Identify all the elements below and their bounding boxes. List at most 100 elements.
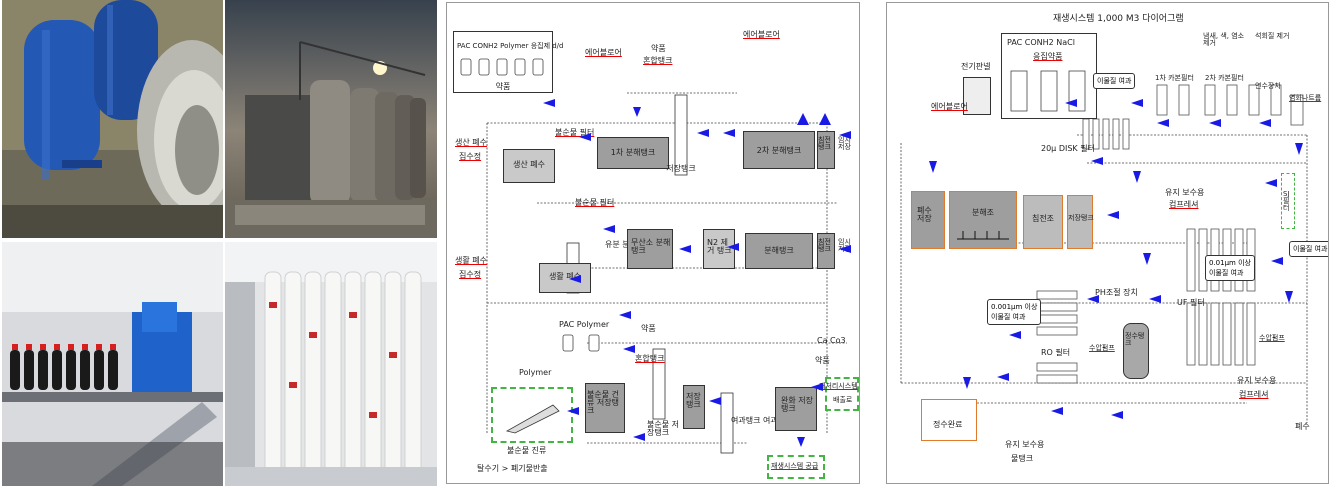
- left-tank-life: [539, 263, 591, 293]
- right-ro-ann: 0.001μm 이상 이물질 여과: [987, 299, 1042, 325]
- right-sludge-ann: 이물질 여과: [1093, 73, 1136, 89]
- left-imp-tank-label: 불순물 저장탱크: [647, 420, 679, 437]
- left-settle1: [817, 131, 835, 169]
- right-waste-label: 폐수 저장: [917, 206, 932, 223]
- left-imp-dry-label: 불순물 건류 저장탱크: [587, 390, 619, 415]
- left-store3-label: 저장 탱크: [686, 392, 701, 409]
- right-disk-label: 20μ DISK 필터: [1041, 144, 1095, 153]
- left-final-label: 완화 저장탱크: [781, 396, 813, 413]
- right-salt-note: 석회질 제거: [1255, 32, 1290, 40]
- right-pump-label: 수압펌프: [1259, 334, 1285, 342]
- left-polymer-label: Polymer: [519, 368, 552, 377]
- left-dewater-label: 탈수기 > 폐기물반출: [477, 464, 548, 473]
- left-filter2-label: 불순물 필터: [575, 198, 615, 207]
- right-carbon2-label: 2차 카본필터: [1205, 74, 1244, 82]
- right-maint1-label: 유지 보수용: [1165, 188, 1205, 197]
- left-chem-header: PAC CONH2 Polymer 응집제 d/d: [457, 42, 564, 50]
- left-tank-2: [743, 131, 815, 169]
- left-sludge-zone: [491, 387, 573, 443]
- left-reuse-label: 재생시스템 공급: [771, 462, 819, 470]
- right-settle-label: 침전조: [1031, 214, 1055, 223]
- left-discharge-zone: [825, 377, 859, 411]
- right-maint3-label: 유지 보수용: [1005, 440, 1045, 449]
- left-settle2-label: 침전 탱크: [818, 238, 831, 253]
- left-store3-tank: [683, 385, 705, 429]
- left-pac-poly-label: PAC Polymer: [559, 320, 610, 329]
- right-panel-label: 전기판넬: [961, 62, 991, 71]
- left-tank-1-label: 1차 분해탱크: [610, 148, 656, 157]
- right-chem-sub: 응집약품: [1033, 52, 1063, 61]
- right-ph-label: PH조절 장치: [1095, 288, 1138, 297]
- right-comp2-label: 컴프레셔: [1239, 390, 1269, 399]
- left-tank-decomp-label: 분해탱크: [764, 246, 794, 255]
- left-tank-life-label: 생활 폐수: [549, 272, 581, 281]
- left-chem-title: 약품: [495, 82, 511, 91]
- right-reuse-diagram: 재생시스템 1,000 M3 다이어그램 PAC CONH2 NaCl 응집약품…: [886, 2, 1329, 484]
- photo-collage: [0, 0, 437, 486]
- left-chem-caco3-label: 약품: [815, 356, 830, 365]
- right-note-top: 냄새, 색, 염소 제거: [1203, 32, 1245, 47]
- left-filter1-label: 불순물 필터: [555, 128, 595, 137]
- left-dis1-label: 재처리시스템: [819, 382, 858, 390]
- right-chem-header: PAC CONH2 NaCl: [1007, 38, 1075, 47]
- left-src1-a: 생산 폐수: [455, 138, 487, 147]
- photo-disk-filter-skid: [2, 242, 223, 486]
- left-tank-decomp: [745, 233, 813, 269]
- photo-steel-tanks-at-dusk: [225, 0, 437, 238]
- left-reuse-zone: [767, 455, 825, 479]
- left-blower1-label: 에어블로어: [585, 48, 622, 57]
- left-tank-1: [597, 137, 669, 169]
- left-tank-production-label: 생산 폐수: [513, 160, 545, 169]
- right-storage-tank: [1067, 195, 1093, 249]
- left-mix-top-label: 혼합탱크: [643, 56, 673, 65]
- right-decomp-label: 분해조: [971, 208, 995, 217]
- right-title: 재생시스템 1,000 M3 다이어그램: [1053, 14, 1184, 24]
- photo-blue-filter-vessels: [2, 0, 223, 238]
- left-imp-dry-tank: [585, 383, 625, 433]
- right-clean-label: 정수완료: [933, 420, 963, 429]
- left-process-diagram: PAC CONH2 Polymer 응집제 d/d 약품 에어블로어 에어블로어…: [446, 2, 860, 484]
- right-ro-label: RO 필터: [1041, 348, 1071, 357]
- right-carbon1-label: 1차 카본필터: [1155, 74, 1194, 82]
- left-flow-arrows: [543, 99, 851, 447]
- right-softener-label: 연수장치: [1255, 82, 1281, 90]
- right-clean-tank: [921, 399, 977, 441]
- left-chem-mid-label: 약품: [641, 324, 656, 333]
- right-sj-label: SJ 필터: [1283, 190, 1290, 212]
- right-flow-arrows: [929, 99, 1303, 419]
- left-sludge-label: 불순물 진류: [507, 446, 547, 455]
- left-settle2: [817, 233, 835, 269]
- left-tank-anox-label: 무산소 분해탱크: [631, 238, 671, 255]
- left-caco3-label: Ca Co3: [817, 336, 846, 345]
- left-filt1-label: 여과탱크: [731, 416, 761, 425]
- left-tank-anox: [627, 229, 673, 269]
- left-dis2-label: 배출로: [833, 396, 853, 404]
- right-sterilizer-label: 수압펌프: [1089, 344, 1115, 352]
- left-temp1-label: 임시 저장: [838, 136, 851, 151]
- left-src2-a: 생활 폐수: [455, 256, 487, 265]
- right-settle-tank: [1023, 195, 1063, 249]
- right-uf-ann: 0.01μm 이상 이물질 여과: [1205, 255, 1255, 281]
- left-dewater-icon: [505, 404, 560, 434]
- left-src2-b: 집수정: [459, 270, 482, 279]
- right-water-tank-label: 정수탱크: [1125, 332, 1145, 347]
- right-waste-tank: [911, 191, 945, 249]
- right-pump-tank-label: 물탱크: [1011, 454, 1034, 463]
- right-uf-label: UF 필터: [1177, 298, 1205, 307]
- right-chlorine-label: 염화나트륨: [1289, 94, 1322, 102]
- photo-membrane-rack: [225, 242, 437, 486]
- right-storage-label: 저장탱크: [1068, 214, 1094, 222]
- left-src1-b: 집수정: [459, 152, 482, 161]
- left-chem-bottles: [460, 58, 544, 76]
- right-water-tank: [1123, 323, 1149, 379]
- left-final-tank: [775, 387, 817, 431]
- left-settle1-label: 침전 탱크: [818, 136, 831, 151]
- left-pac-bottles: [562, 334, 600, 352]
- right-sj-filter: [1281, 173, 1295, 229]
- right-maint2-label: 유지 보수용: [1237, 376, 1277, 385]
- left-storage1-label: 저장탱크: [666, 164, 696, 173]
- left-diagram-lines: [486, 92, 847, 454]
- right-sj-ann: 이물질 여과: [1289, 241, 1328, 257]
- left-tank-2-label: 2차 분해탱크: [756, 146, 802, 155]
- left-tank-production: [503, 149, 555, 183]
